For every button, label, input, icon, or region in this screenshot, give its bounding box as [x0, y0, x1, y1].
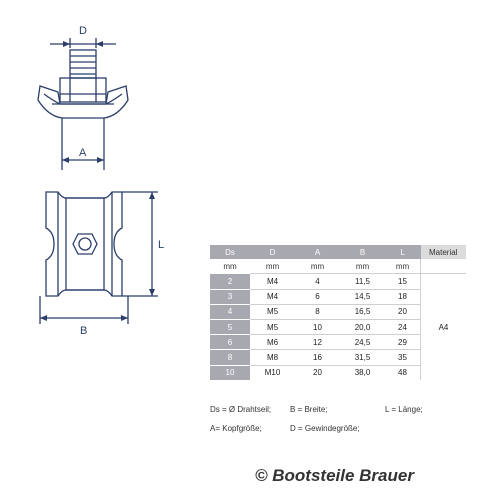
cell-l: 18: [385, 288, 421, 305]
header-d: D: [250, 245, 295, 260]
cell-ds: 6: [210, 334, 250, 350]
cell-a: 10: [295, 318, 340, 335]
unit-b: mm: [355, 261, 370, 271]
table-units-row: mm mm mm mm mm: [210, 259, 466, 274]
cell-a: 4: [295, 273, 340, 290]
cell-a: 20: [295, 364, 340, 380]
label-b: B: [80, 325, 87, 337]
label-l: L: [158, 239, 164, 251]
cell-ds: 3: [210, 288, 250, 305]
cell-d: M4: [250, 273, 295, 290]
cell-l: 20: [385, 303, 421, 320]
table-row: 2 M4 4 11,5 15 A4: [210, 273, 466, 380]
unit-material: [420, 259, 466, 274]
cell-l: 48: [385, 364, 421, 380]
hex-nut-front: [72, 233, 98, 255]
cell-ds: 2: [210, 273, 250, 290]
header-l: L: [385, 245, 421, 260]
cell-ds: 10: [210, 364, 250, 380]
cell-l: 15: [385, 273, 421, 290]
table-row: 5 M5 10 20,0 24: [210, 318, 466, 335]
cell-ds: 8: [210, 349, 250, 365]
cell-d: M5: [250, 303, 295, 320]
cell-b: 31,5: [340, 349, 385, 365]
cell-b: 38,0: [340, 364, 385, 380]
cell-ds: 4: [210, 303, 250, 320]
cell-b: 11,5: [340, 273, 385, 290]
nut: [59, 77, 107, 103]
cell-d: M8: [250, 349, 295, 365]
label-d: D: [79, 25, 87, 37]
unit-l: mm: [395, 261, 410, 271]
legend-d: D = Gewindegröße;: [290, 424, 360, 433]
table-row: 6 M6 12 24,5 29: [210, 334, 466, 350]
cell-ds: 5: [210, 318, 250, 335]
cell-l: 35: [385, 349, 421, 365]
legend-l: L = Länge;: [385, 405, 423, 414]
cell-b: 16,5: [340, 303, 385, 320]
header-ds: Ds: [210, 245, 250, 260]
cell-b: 14,5: [340, 288, 385, 305]
header-material: Material: [420, 245, 466, 260]
cell-a: 6: [295, 288, 340, 305]
table-row: 8 M8 16 31,5 35: [210, 349, 466, 365]
clamp-center-plate: [65, 197, 105, 291]
table-header-row: Ds D A B L Material: [210, 245, 466, 260]
unit-a: mm: [310, 261, 325, 271]
dimension-table: Ds D A B L Material mm mm mm mm mm 2 M4 …: [210, 245, 466, 380]
technical-drawing: D A L B: [37, 25, 164, 337]
label-a: A: [79, 147, 87, 159]
cell-l: 29: [385, 334, 421, 350]
cell-d: M6: [250, 334, 295, 350]
bolt-hole: [78, 237, 92, 251]
cell-d: M4: [250, 288, 295, 305]
cell-b: 24,5: [340, 334, 385, 350]
cell-a: 12: [295, 334, 340, 350]
table-row: 10 M10 20 38,0 48: [210, 364, 466, 380]
copyright-footer: © Bootsteile Brauer: [255, 466, 414, 485]
legend-a: A= Kopfgröße;: [210, 424, 262, 433]
cell-d: M5: [250, 318, 295, 335]
unit-ds: mm: [210, 259, 250, 274]
unit-d: mm: [265, 261, 280, 271]
legend-b: B = Breite;: [290, 405, 328, 414]
header-b: B: [340, 245, 385, 260]
legend-ds: Ds = Ø Drahtseil;: [210, 405, 272, 414]
clamp-saddle: [37, 85, 129, 119]
cell-a: 16: [295, 349, 340, 365]
cell-l: 24: [385, 318, 421, 335]
cell-a: 8: [295, 303, 340, 320]
header-a: A: [295, 245, 340, 260]
table-row: 3 M4 6 14,5 18: [210, 288, 466, 305]
cell-material: A4: [420, 273, 466, 380]
cell-b: 20,0: [340, 318, 385, 335]
table-row: 4 M5 8 16,5 20: [210, 303, 466, 320]
cell-d: M10: [250, 364, 295, 380]
